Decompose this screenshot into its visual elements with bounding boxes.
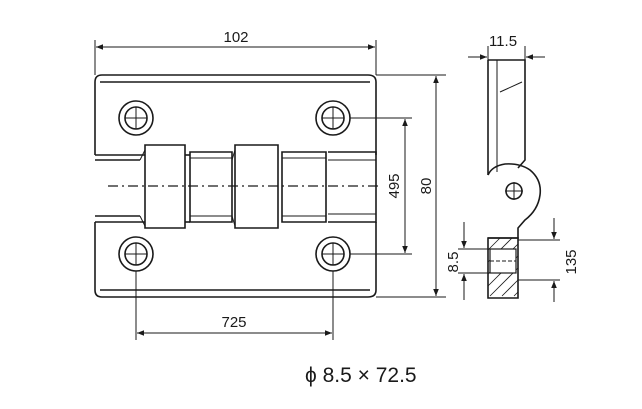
dim-hole-vertical-spacing: 495 xyxy=(350,117,412,255)
pin-specification-label: ϕ 8.5 × 72.5 xyxy=(305,364,417,387)
dim-label-495: 495 xyxy=(386,173,403,198)
dim-label-11-5: 11.5 xyxy=(489,33,517,50)
mounting-hole-top-left xyxy=(118,100,154,136)
dim-overall-height: 80 xyxy=(376,74,446,298)
mounting-hole-bottom-right xyxy=(315,236,351,272)
side-view xyxy=(487,59,542,299)
dim-label-80: 80 xyxy=(418,178,435,195)
dim-label-135: 135 xyxy=(563,249,580,274)
dim-side-thickness: 11.5 xyxy=(468,33,545,60)
upper-leaf-outline xyxy=(94,74,377,155)
mounting-hole-bottom-left xyxy=(118,236,154,272)
dim-knuckle-height: 135 xyxy=(518,218,580,302)
front-view xyxy=(94,74,378,298)
dim-overall-width: 102 xyxy=(94,29,377,75)
lower-leaf-outline xyxy=(94,222,377,298)
mounting-hole-top-right xyxy=(315,100,351,136)
knuckle-region xyxy=(95,144,378,229)
dim-pin-diameter: 8.5 xyxy=(445,222,490,300)
dim-hole-horizontal-spacing: 725 xyxy=(135,271,334,340)
dim-label-102: 102 xyxy=(223,29,248,46)
dim-label-725: 725 xyxy=(221,314,246,331)
dim-label-8-5: 8.5 xyxy=(445,252,462,273)
